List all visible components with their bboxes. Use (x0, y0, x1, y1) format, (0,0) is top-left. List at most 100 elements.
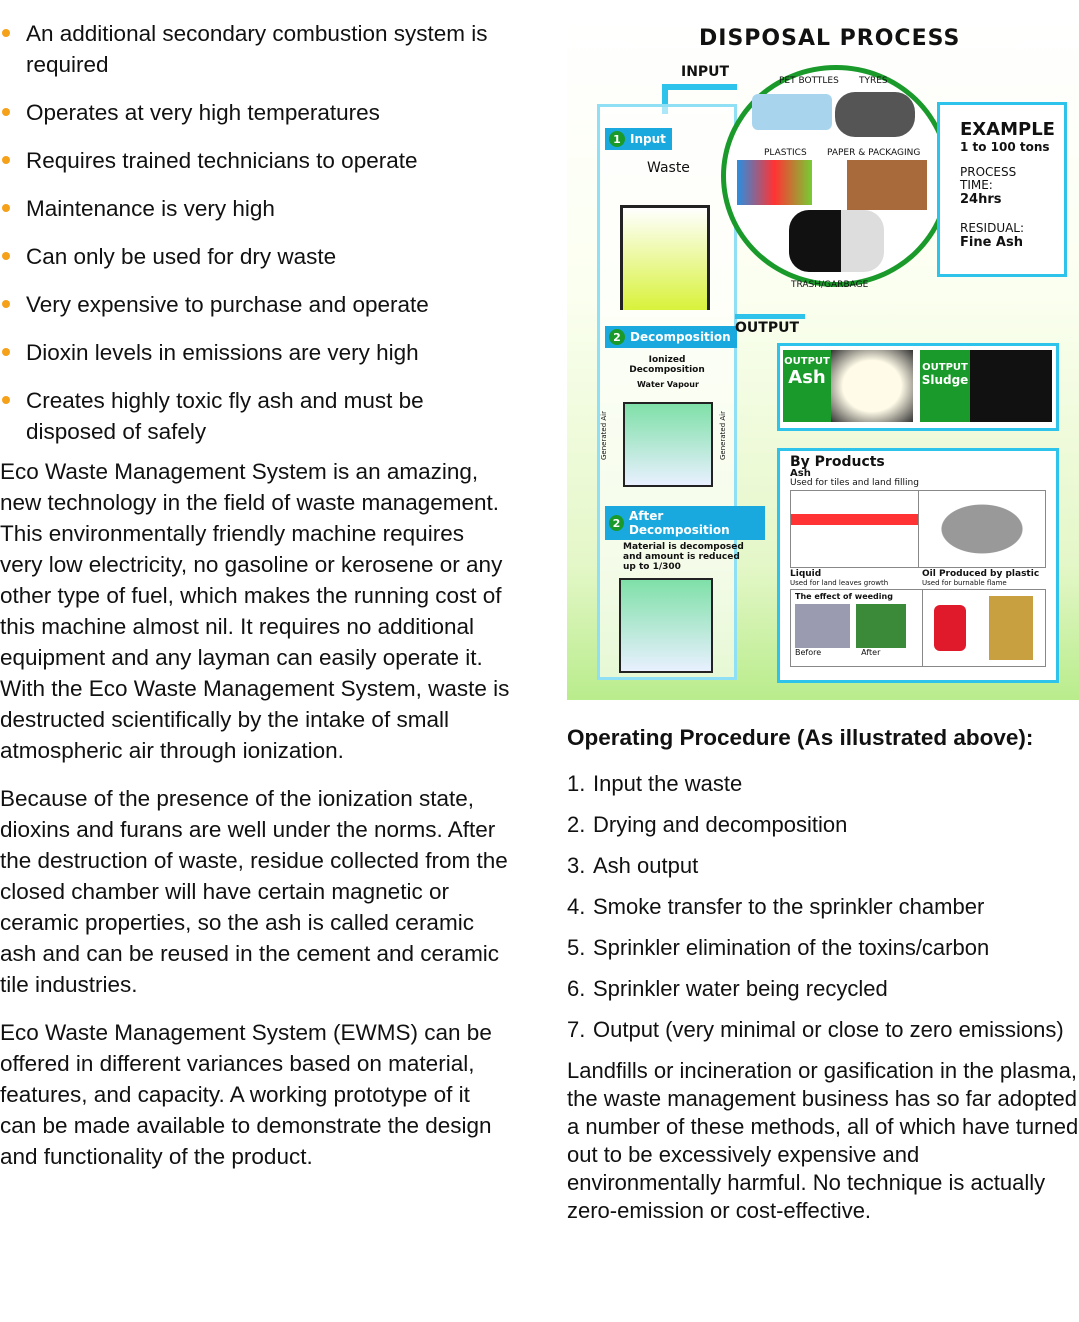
after-label: After (861, 648, 881, 657)
paper-image (847, 160, 927, 210)
output-top: OUTPUT (784, 356, 830, 367)
tyres-image (835, 92, 915, 137)
output-arrow (735, 314, 805, 319)
circle-label: PAPER & PACKAGING (827, 148, 921, 158)
circle-label: PET BOTTLES (779, 76, 839, 86)
step-decomposition-tag: 2 Decomposition (605, 326, 737, 348)
procedure-title: Operating Procedure (As illustrated abov… (567, 725, 1034, 750)
paragraph: Eco Waste Management System is an amazin… (0, 459, 510, 763)
sludge-image (970, 350, 1052, 422)
decomposition-chamber-icon (623, 402, 713, 487)
process-time: 24hrs (960, 192, 1002, 207)
list-item: Operates at very high temperatures (0, 97, 510, 128)
step-text: Ash output (593, 853, 699, 878)
input-hopper-icon (620, 205, 710, 310)
residual: Fine Ash (960, 235, 1023, 250)
step-text: Sprinkler elimination of the toxins/carb… (593, 935, 990, 960)
step-num: 3. (567, 853, 586, 878)
list-item: 4. Smoke transfer to the sprinkler chambe… (567, 893, 1079, 921)
step-num: 7. (567, 1017, 586, 1042)
liquid-use: Used for land leaves growth (790, 579, 889, 587)
step-label: After Decomposition (628, 509, 730, 537)
example-tons: 1 to 100 tons (960, 140, 1050, 154)
step-text: Sprinkler water being recycled (593, 976, 888, 1001)
list-item: Very expensive to purchase and operate (0, 289, 510, 320)
before-label: Before (795, 648, 822, 657)
step-num: 4. (567, 894, 586, 919)
circle-label: PLASTICS (764, 148, 807, 158)
after-image (856, 604, 906, 648)
input-arrow (662, 84, 668, 114)
list-item: Dioxin levels in emissions are very high (0, 337, 510, 368)
weeding-label: The effect of weeding (795, 592, 893, 601)
oil-use: Used for burnable flame (922, 579, 1007, 587)
liquid-label: Liquid (790, 569, 822, 579)
output-name: Ash (788, 367, 826, 388)
red-liquid-jar-image (934, 605, 967, 651)
step-label: Input (630, 132, 666, 146)
paragraph: Eco Waste Management System (EWMS) can b… (0, 1020, 492, 1169)
decomposition-desc: Ionized Decomposition (629, 355, 705, 375)
input-label: INPUT (681, 64, 730, 80)
ash-product-image (791, 491, 919, 567)
reduced-chamber-icon (619, 578, 713, 673)
step-text: Input the waste (593, 771, 743, 796)
circle-label: TRASH/GARBAGE (791, 280, 869, 290)
plastics-image (737, 160, 812, 205)
byproducts-box: By Products Ash Used for tiles and land … (777, 448, 1059, 683)
output-top: OUTPUT (922, 362, 968, 373)
procedure-steps: 1. Input the waste 2. Drying and decomposi… (567, 770, 1079, 1044)
list-item: An additional secondary combustion syste… (0, 18, 510, 80)
ash-use: Used for tiles and land filling (790, 478, 919, 488)
list-item: Maintenance is very high (0, 193, 510, 224)
pet-bottles-image (752, 94, 832, 130)
step-text: Drying and decomposition (593, 812, 848, 837)
list-item: Creates highly toxic fly ash and must be… (0, 385, 510, 447)
generated-air-label: Generated Air (719, 411, 727, 460)
list-item: Requires trained technicians to operate (0, 145, 510, 176)
ash-image (831, 350, 913, 422)
waste-label: Waste (647, 160, 690, 176)
example-title: EXAMPLE (960, 119, 1055, 140)
disadvantages-list: An additional secondary combustion syste… (0, 18, 510, 447)
operating-procedure: Operating Procedure (As illustrated abov… (567, 724, 1079, 1225)
after-desc: Material is decomposed and amount is red… (623, 542, 744, 572)
input-arrow (662, 84, 737, 90)
step-label: Decomposition (630, 330, 731, 344)
diagram-title: DISPOSAL PROCESS (699, 26, 961, 51)
step-text: Output (very minimal or close to zero em… (593, 1017, 1064, 1042)
step-text: Smoke transfer to the sprinkler chamber (593, 894, 985, 919)
list-item: 7. Output (very minimal or close to zero … (567, 1016, 1079, 1044)
step-number: 2 (609, 329, 625, 345)
before-image (795, 604, 850, 648)
step-num: 1. (567, 771, 586, 796)
residual-label: RESIDUAL: (960, 221, 1025, 235)
step-num: 6. (567, 976, 586, 1001)
list-item: Can only be used for dry waste (0, 241, 510, 272)
step-num: 5. (567, 935, 586, 960)
water-vapour-label: Water Vapour (637, 380, 699, 389)
list-item: 5. Sprinkler elimination of the toxins/ca… (567, 934, 1079, 962)
list-item: 3. Ash output (567, 852, 1079, 880)
example-box: EXAMPLE 1 to 100 tons PROCESS TIME: 24hr… (937, 102, 1067, 277)
oil-label: Oil Produced by plastic (922, 569, 1040, 579)
ash-label: Ash (790, 468, 811, 479)
left-column: An additional secondary combustion syste… (0, 18, 510, 1189)
byproducts-title: By Products (790, 454, 885, 470)
paragraph: Because of the presence of the ionizatio… (0, 786, 508, 997)
closing-paragraph: Landfills or incineration or gasificatio… (567, 1058, 1079, 1223)
list-item: 6. Sprinkler water being recycled (567, 975, 1079, 1003)
process-time-label: PROCESS TIME: (960, 165, 1017, 192)
tiles-image (918, 491, 1045, 567)
list-item: 2. Drying and decomposition (567, 811, 1079, 839)
circle-label: TYRES (859, 76, 888, 86)
generated-air-label: Generated Air (600, 411, 608, 460)
step-num: 2. (567, 812, 586, 837)
oil-bottles-image (989, 596, 1034, 660)
step-number: 2 (609, 515, 624, 531)
